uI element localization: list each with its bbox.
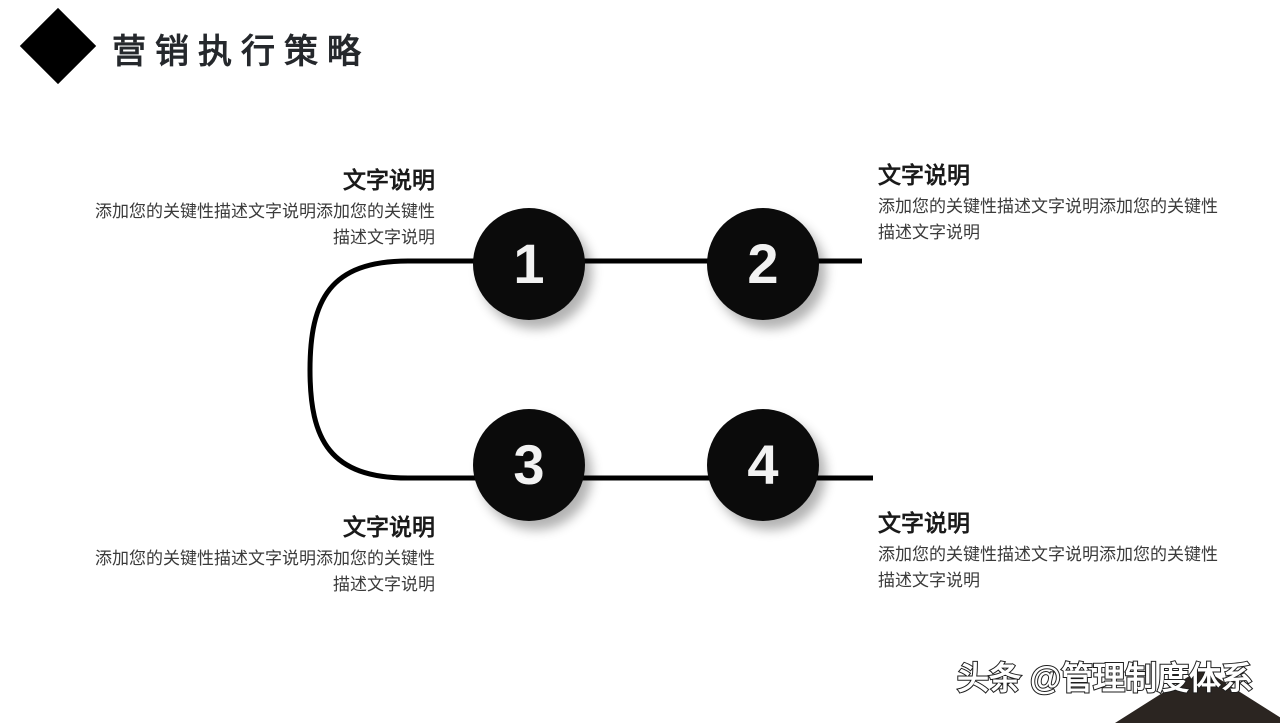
- text-block-3: 文字说明 添加您的关键性描述文字说明添加您的关键性描述文字说明: [95, 512, 435, 598]
- flow-node-1-label: 1: [513, 232, 545, 295]
- flow-node-1[interactable]: 1: [473, 208, 585, 320]
- text-block-2-title: 文字说明: [878, 162, 970, 188]
- text-block-3-body: 添加您的关键性描述文字说明添加您的关键性描述文字说明: [95, 549, 435, 594]
- mountain-icon: [1115, 668, 1280, 723]
- text-block-1-title: 文字说明: [343, 167, 435, 193]
- u-turn-connector: [307, 258, 409, 481]
- watermark-text: 头条 @管理制度体系: [956, 659, 1254, 697]
- text-block-4-title: 文字说明: [878, 510, 970, 536]
- text-block-1: 文字说明 添加您的关键性描述文字说明添加您的关键性描述文字说明: [95, 165, 435, 251]
- text-block-4: 文字说明 添加您的关键性描述文字说明添加您的关键性描述文字说明: [878, 508, 1218, 594]
- flow-node-4-label: 4: [747, 433, 779, 496]
- text-block-1-body: 添加您的关键性描述文字说明添加您的关键性描述文字说明: [95, 202, 435, 247]
- page-title: 营销执行策略: [112, 33, 370, 71]
- flow-node-2[interactable]: 2: [707, 208, 819, 320]
- text-block-3-title: 文字说明: [343, 514, 435, 540]
- text-block-2-body: 添加您的关键性描述文字说明添加您的关键性描述文字说明: [878, 197, 1218, 242]
- slide-header: 营销执行策略: [0, 0, 1280, 110]
- flow-node-4[interactable]: 4: [707, 409, 819, 521]
- text-block-4-body: 添加您的关键性描述文字说明添加您的关键性描述文字说明: [878, 545, 1218, 590]
- flow-node-2-label: 2: [747, 232, 779, 295]
- flow-node-3-label: 3: [513, 433, 545, 496]
- flow-node-3[interactable]: 3: [473, 409, 585, 521]
- watermark: 头条 @管理制度体系: [930, 640, 1280, 723]
- text-block-2: 文字说明 添加您的关键性描述文字说明添加您的关键性描述文字说明: [878, 160, 1218, 246]
